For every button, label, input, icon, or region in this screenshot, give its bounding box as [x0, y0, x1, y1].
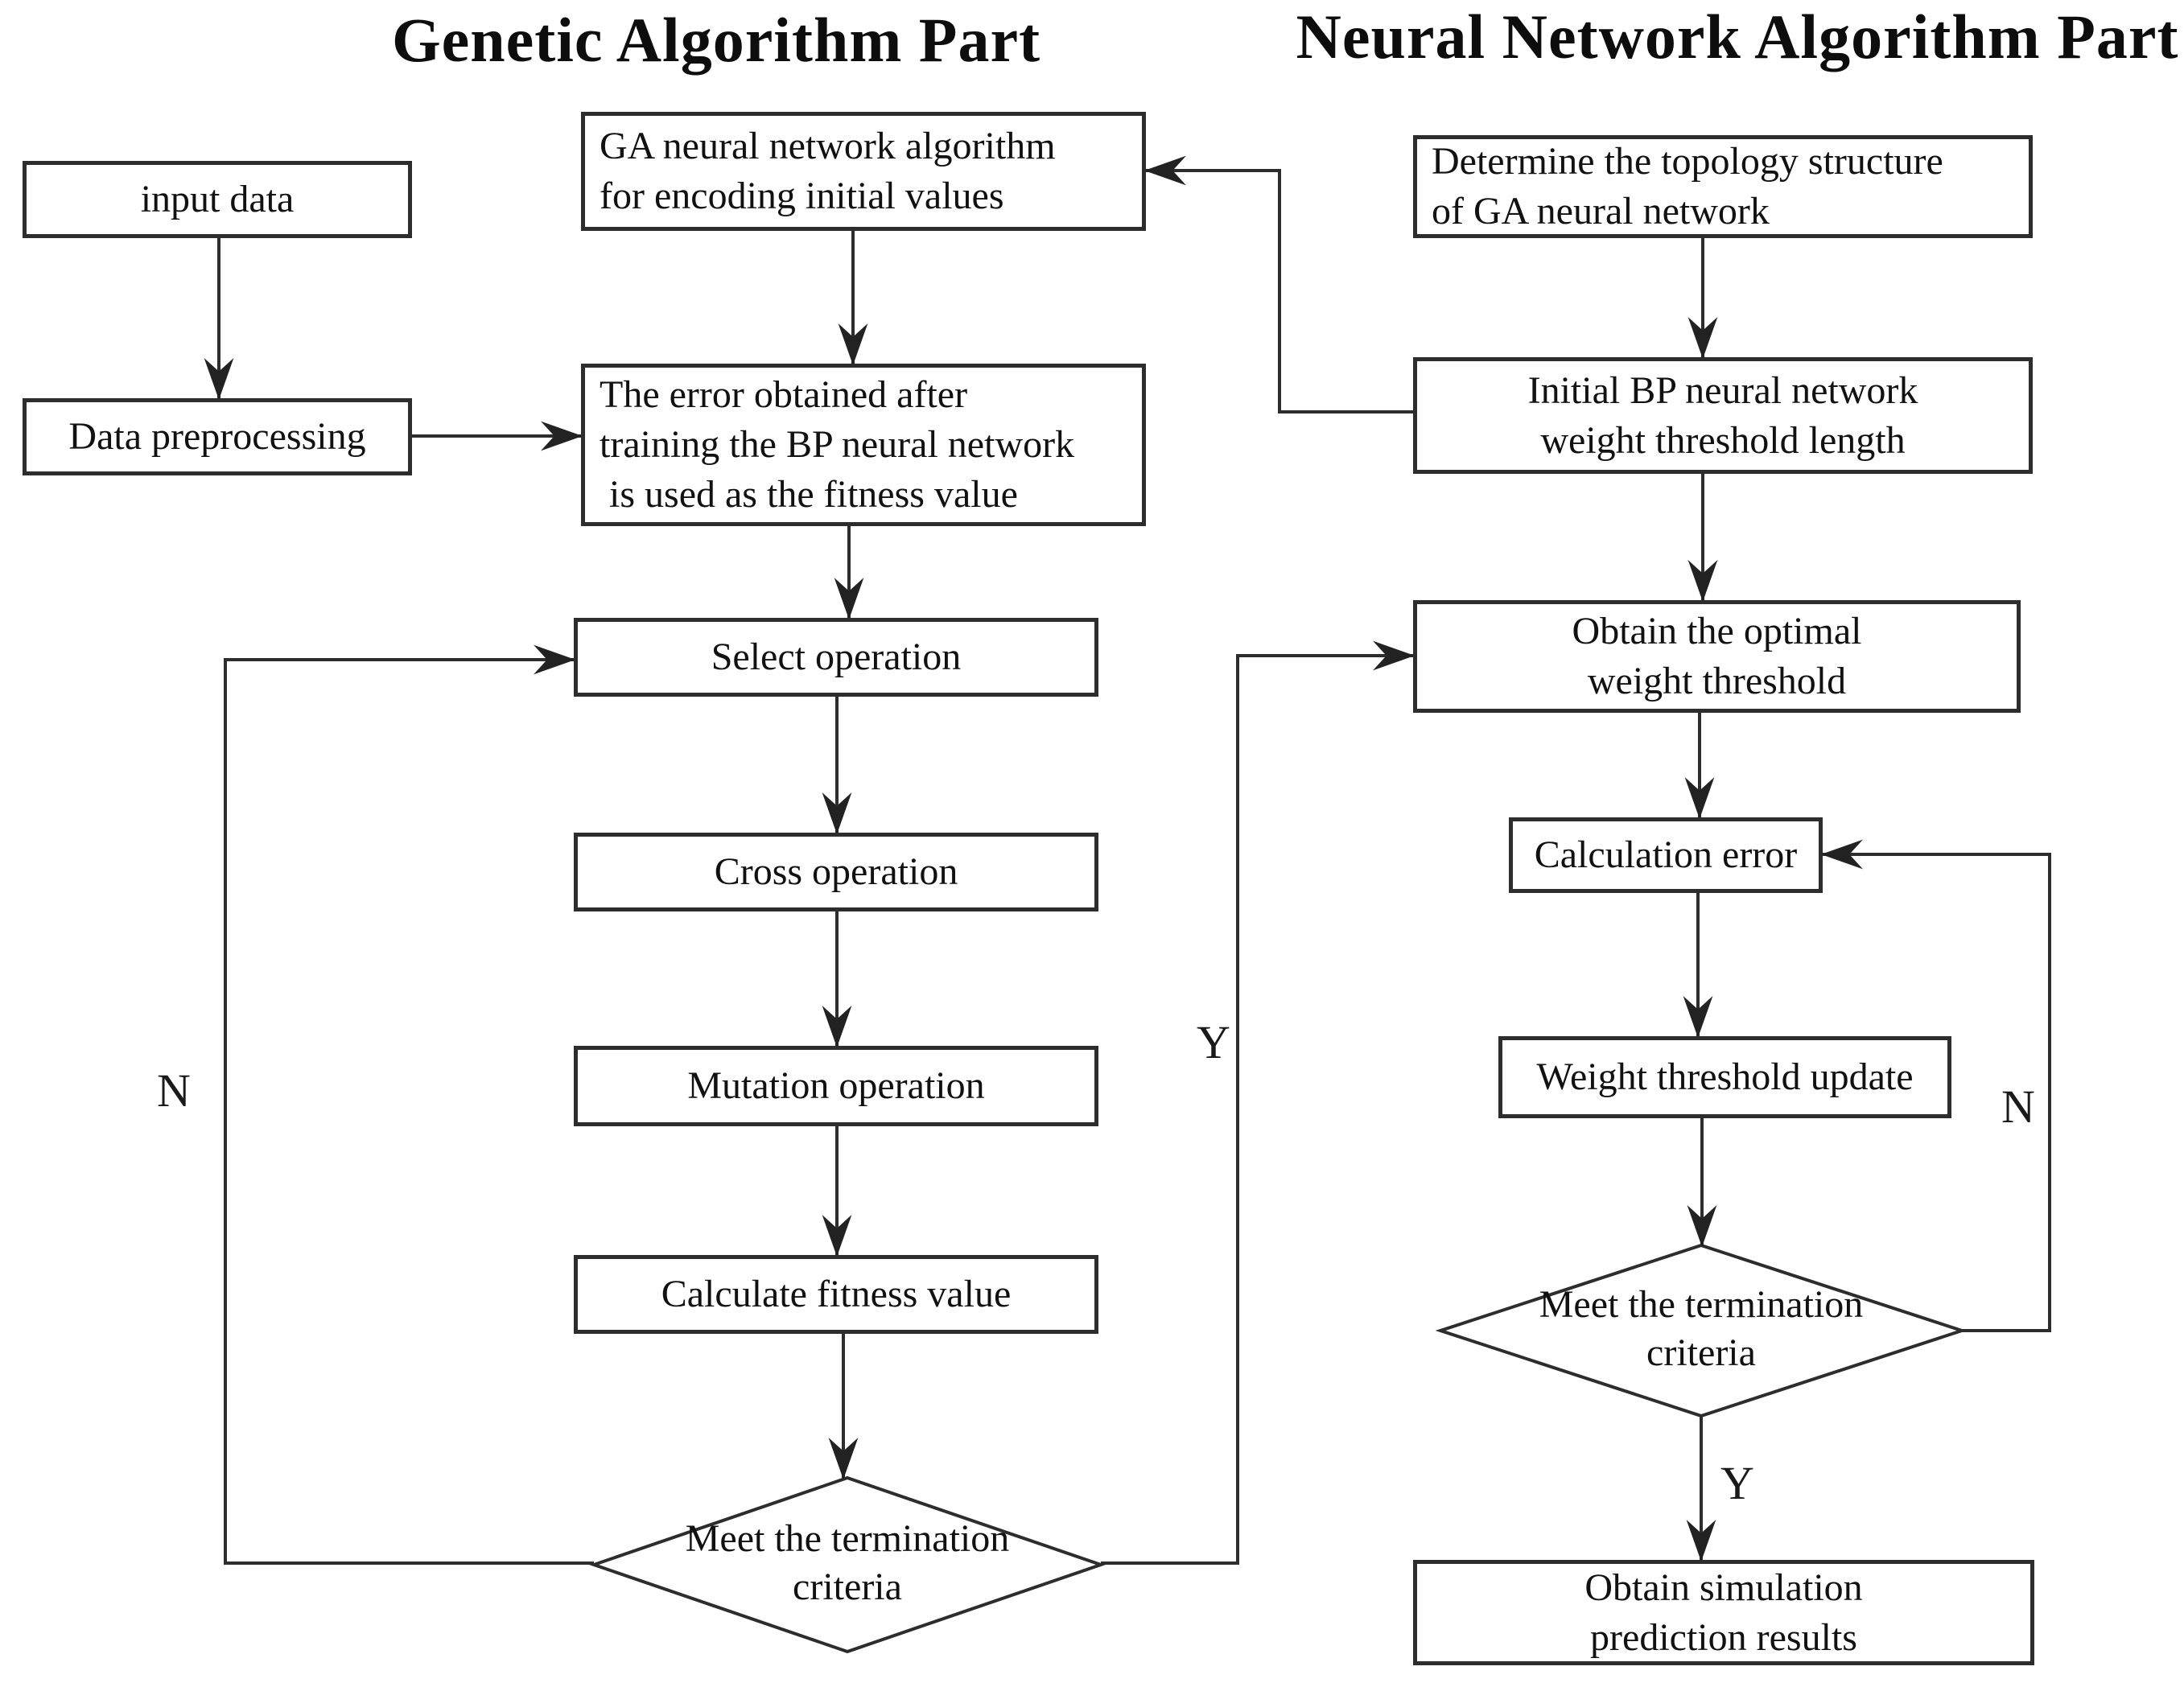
node-label-line: Mutation operation [687, 1064, 985, 1107]
node-label-line: Obtain the optimal [1572, 610, 1862, 652]
node-label-line: The error obtained after [600, 373, 968, 416]
edge-ga-termination-to-select-operation [224, 644, 594, 1565]
node-label-line: Calculate fitness value [661, 1273, 1012, 1315]
edge-label-ga-termination-N: N [157, 1064, 191, 1117]
node-data-preprocessing: Data preprocessing [23, 398, 412, 475]
node-weight-update: Weight threshold update [1498, 1036, 1951, 1118]
node-label-line: Initial BP neural network [1527, 368, 1918, 412]
node-initial-bp: Initial BP neural network weight threshol… [1413, 357, 2033, 474]
node-calculate-fitness: Calculate fitness value [574, 1255, 1098, 1334]
node-label-line: weight threshold [1587, 660, 1847, 702]
node-ga-termination: Meet the termination criteria [606, 1515, 1089, 1611]
node-label-line: input data [140, 178, 295, 220]
edge-label-nn-termination-Y: Y [1720, 1457, 1754, 1509]
node-label-line: Cross operation [714, 850, 958, 893]
edge-initial-bp-to-ga-encoding [1144, 155, 1413, 414]
node-select-operation: Select operation [574, 618, 1098, 697]
node-label-line: criteria [793, 1566, 902, 1608]
node-label-line: Select operation [711, 636, 962, 678]
node-label-line: Calculation error [1534, 833, 1798, 876]
node-label-line: weight threshold length [1540, 418, 1906, 462]
node-label-line: Weight threshold update [1536, 1055, 1914, 1098]
node-fitness-error: The error obtained after training the BP … [581, 364, 1146, 526]
node-label-line: training the BP neural network [600, 423, 1075, 466]
edge-label-ga-termination-Y: Y [1197, 1016, 1230, 1068]
edge-label-nn-termination-N: N [2001, 1080, 2035, 1133]
node-mutation-operation: Mutation operation [574, 1046, 1098, 1126]
node-nn-termination: Meet the termination criteria [1460, 1281, 1943, 1377]
node-label-line: Obtain simulation [1584, 1566, 1863, 1609]
section-title-genetic-algorithm: Genetic Algorithm Part [391, 5, 1041, 75]
node-obtain-results: Obtain simulation prediction results [1413, 1560, 2034, 1665]
node-input-data: input data [23, 161, 412, 238]
node-determine-topology: Determine the topology structure of GA ne… [1413, 135, 2033, 238]
node-label-line: prediction results [1590, 1615, 1857, 1659]
node-calculation-error: Calculation error [1509, 817, 1823, 893]
node-ga-encoding: GA neural network algorithm for encoding … [581, 112, 1146, 231]
node-label-line: for encoding initial values [600, 175, 1004, 217]
section-title-neural-network: Neural Network Algorithm Part [1296, 2, 2179, 72]
node-label-line: Meet the termination [1539, 1283, 1864, 1326]
node-label-line: Determine the topology structure [1432, 140, 1943, 183]
node-label-line: of GA neural network [1432, 190, 1770, 232]
node-label-line: criteria [1646, 1331, 1756, 1374]
node-label-line: is used as the fitness value [600, 473, 1018, 516]
edge-ga-termination-to-obtain-optimal [1101, 640, 1415, 1565]
node-ga-termination-shape [588, 1475, 1106, 1654]
node-label-line: GA neural network algorithm [600, 125, 1056, 167]
node-label-line: Data preprocessing [68, 415, 366, 458]
node-obtain-optimal: Obtain the optimal weight threshold [1413, 600, 2021, 713]
node-cross-operation: Cross operation [574, 833, 1098, 911]
node-label-line: Meet the termination [685, 1517, 1010, 1560]
edge-nn-termination-to-calculation-error [1821, 839, 2051, 1332]
